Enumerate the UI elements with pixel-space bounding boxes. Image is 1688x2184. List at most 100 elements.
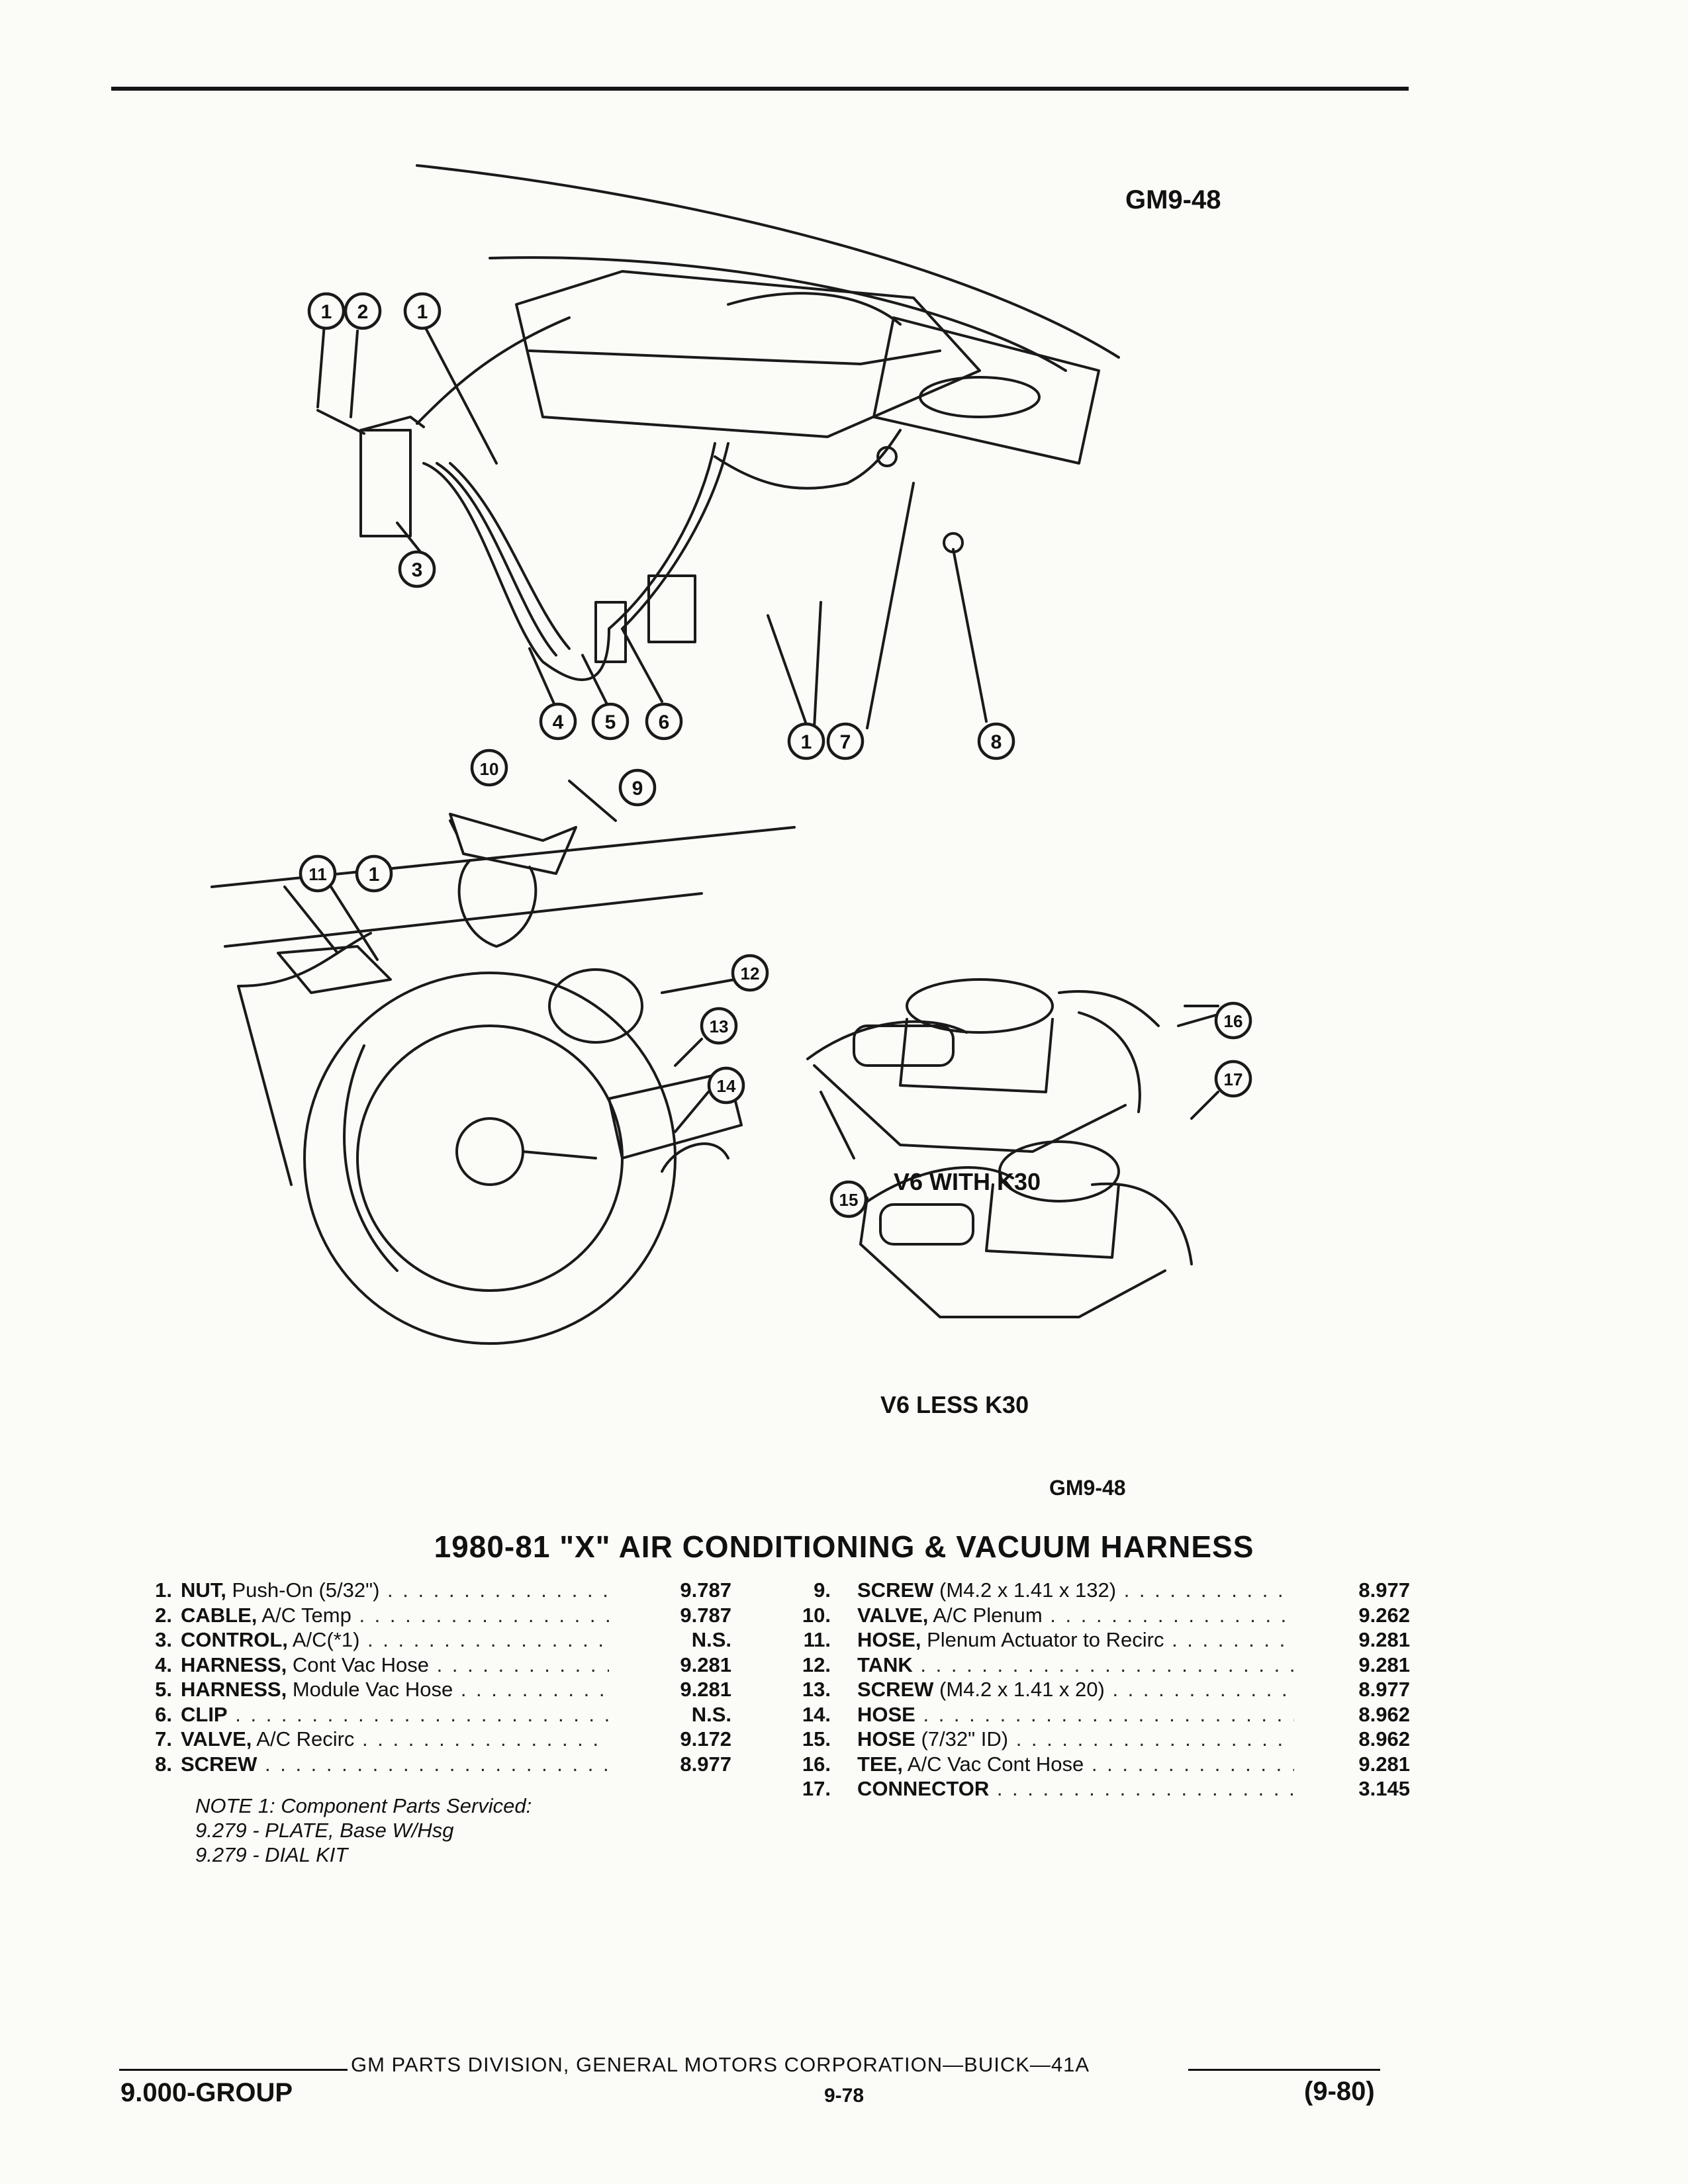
part-description: SCREW . . . . . . . . . . . . . . . . . …	[181, 1752, 609, 1776]
exploded-parts-diagram: 1 2 1 3 1 7 8 4 5 6 10 9 11 1 12 13 14 1…	[211, 164, 1252, 1418]
part-name: HARNESS,	[181, 1678, 287, 1701]
part-detail: A/C Vac Cont Hose	[902, 1752, 1084, 1776]
service-note: NOTE 1: Component Parts Serviced: 9.279 …	[195, 1794, 532, 1867]
part-description: SCREW (M4.2 x 1.41 x 20) . . . . . . . .…	[857, 1678, 1294, 1702]
leader-dots: . . . . . . . . . . . . . . . . . . . . …	[436, 1653, 609, 1676]
part-row: 1. NUT, Push-On (5/32") . . . . . . . . .…	[122, 1578, 731, 1604]
header-rule	[111, 87, 1409, 91]
part-detail: A/C Recirc	[252, 1727, 355, 1751]
callout-1b: 1	[417, 301, 428, 323]
part-description: TEE, A/C Vac Cont Hose . . . . . . . . .…	[857, 1752, 1294, 1776]
callout-16: 16	[1224, 1011, 1243, 1031]
leader-dots: . . . . . . . . . . . . . . . . . . . . …	[996, 1777, 1294, 1800]
leader-dots: . . . . . . . . . . . . . . . . . . . . …	[1172, 1628, 1294, 1651]
part-row: 7. VALVE, A/C Recirc . . . . . . . . . . …	[122, 1727, 731, 1752]
leader-dots: . . . . . . . . . . . . . . . . . . . . …	[920, 1653, 1294, 1676]
part-number: 8.	[155, 1752, 172, 1776]
callout-5: 5	[605, 711, 616, 733]
part-row: 10.VALVE, A/C Plenum . . . . . . . . . .…	[794, 1604, 1410, 1629]
part-name: NUT,	[181, 1578, 226, 1602]
part-detail: A/C Temp	[257, 1603, 352, 1627]
part-row: 9.SCREW (M4.2 x 1.41 x 132) . . . . . . …	[794, 1578, 1410, 1604]
part-name: CLIP	[181, 1702, 228, 1726]
part-number: 11.	[803, 1628, 831, 1651]
part-row: 17.CONNECTOR . . . . . . . . . . . . . .…	[794, 1777, 1410, 1802]
leader-dots: . . . . . . . . . . . . . . . . . . . . …	[359, 1603, 609, 1627]
callout-1d: 1	[369, 864, 380, 886]
footer-group: 9.000-GROUP	[120, 2078, 293, 2107]
part-detail: Push-On (5/32")	[226, 1578, 380, 1602]
figure-id-top: GM9-48	[1125, 185, 1221, 214]
part-row: 8. SCREW . . . . . . . . . . . . . . . . …	[122, 1752, 731, 1778]
part-name: SCREW	[857, 1578, 934, 1602]
leader-dots: . . . . . . . . . . . . . . . . . . . . …	[235, 1702, 609, 1726]
part-name: VALVE,	[857, 1603, 929, 1627]
part-number: 7.	[155, 1727, 172, 1751]
part-row: 2. CABLE, A/C Temp . . . . . . . . . . . …	[122, 1604, 731, 1629]
note-line: 9.279 - PLATE, Base W/Hsg	[195, 1819, 454, 1842]
leader-dots: . . . . . . . . . . . . . . . . . . . . …	[362, 1727, 609, 1751]
part-number: 15.	[802, 1727, 831, 1751]
part-number: 1.	[155, 1578, 172, 1602]
part-reference: 8.977	[680, 1752, 731, 1776]
part-number: 6.	[155, 1702, 172, 1726]
callout-13: 13	[710, 1017, 729, 1036]
leader-dots: . . . . . . . . . . . . . . . . . . . . …	[460, 1678, 609, 1701]
part-reference: N.S.	[691, 1702, 731, 1726]
part-reference: 9.787	[680, 1603, 731, 1627]
callout-14: 14	[717, 1076, 736, 1096]
leader-dots: . . . . . . . . . . . . . . . . . . . . …	[1091, 1752, 1294, 1776]
part-row: 3.CONTROL, A/C(*1) . . . . . . . . . . .…	[122, 1628, 731, 1653]
callout-2: 2	[357, 301, 369, 323]
part-reference: 8.962	[1358, 1727, 1410, 1751]
part-name: TANK	[857, 1653, 913, 1676]
part-reference: 3.145	[1358, 1777, 1410, 1800]
part-name: TEE,	[857, 1752, 903, 1776]
part-reference: N.S.	[691, 1628, 731, 1651]
footer-rule-left	[119, 2069, 348, 2071]
part-reference: 9.172	[680, 1727, 731, 1751]
part-number: 16.	[802, 1752, 831, 1776]
part-reference: 9.281	[1358, 1752, 1410, 1776]
callout-1c: 1	[801, 731, 812, 753]
callout-12: 12	[741, 964, 760, 983]
part-detail: (M4.2 x 1.41 x 20)	[933, 1678, 1105, 1701]
part-name: VALVE,	[181, 1727, 252, 1751]
part-number: 4.	[155, 1653, 172, 1676]
part-description: VALVE, A/C Plenum . . . . . . . . . . . …	[857, 1604, 1294, 1627]
part-description: CLIP . . . . . . . . . . . . . . . . . .…	[181, 1703, 609, 1727]
callout-10: 10	[480, 759, 499, 779]
part-name: SCREW	[857, 1678, 934, 1701]
leader-dots: . . . . . . . . . . . . . . . . . . . . …	[387, 1578, 609, 1602]
part-description: HOSE . . . . . . . . . . . . . . . . . .…	[857, 1703, 1294, 1727]
part-number: 17.	[802, 1777, 831, 1800]
part-reference: 8.962	[1358, 1702, 1410, 1726]
engine-label-with-k30: V6 WITH K30	[894, 1168, 1041, 1195]
part-number: 14.	[802, 1702, 831, 1726]
part-name: CABLE,	[181, 1603, 258, 1627]
part-row: 12. TANK . . . . . . . . . . . . . . . . …	[794, 1653, 1410, 1678]
part-number: 2.	[155, 1603, 172, 1627]
part-row: 4.HARNESS, Cont Vac Hose . . . . . . . .…	[122, 1653, 731, 1678]
part-description: NUT, Push-On (5/32") . . . . . . . . . .…	[181, 1578, 609, 1602]
part-description: VALVE, A/C Recirc . . . . . . . . . . . …	[181, 1727, 609, 1751]
note-line: 9.279 - DIAL KIT	[195, 1843, 348, 1866]
part-row: 13.SCREW (M4.2 x 1.41 x 20) . . . . . . …	[794, 1678, 1410, 1703]
part-reference: 9.281	[1358, 1653, 1410, 1676]
part-name: HOSE	[857, 1702, 915, 1726]
part-description: TANK . . . . . . . . . . . . . . . . . .…	[857, 1653, 1294, 1677]
part-row: 5.HARNESS, Module Vac Hose . . . . . . .…	[122, 1678, 731, 1703]
callout-11: 11	[308, 864, 327, 884]
page-number: 9-78	[823, 2085, 865, 2107]
callout-4: 4	[553, 711, 564, 733]
callout-6: 6	[659, 711, 670, 733]
part-row: 14. HOSE . . . . . . . . . . . . . . . . …	[794, 1703, 1410, 1728]
footer-publisher: GM PARTS DIVISION, GENERAL MOTORS CORPOR…	[351, 2053, 1090, 2076]
part-detail: A/C Plenum	[928, 1603, 1043, 1627]
part-number: 3.	[155, 1628, 172, 1651]
part-detail: (7/32" ID)	[915, 1727, 1009, 1751]
callout-7: 7	[840, 731, 851, 753]
part-number: 12.	[802, 1653, 831, 1676]
part-detail: Module Vac Hose	[287, 1678, 453, 1701]
part-row: 11.HOSE, Plenum Actuator to Recirc . . .…	[794, 1628, 1410, 1653]
